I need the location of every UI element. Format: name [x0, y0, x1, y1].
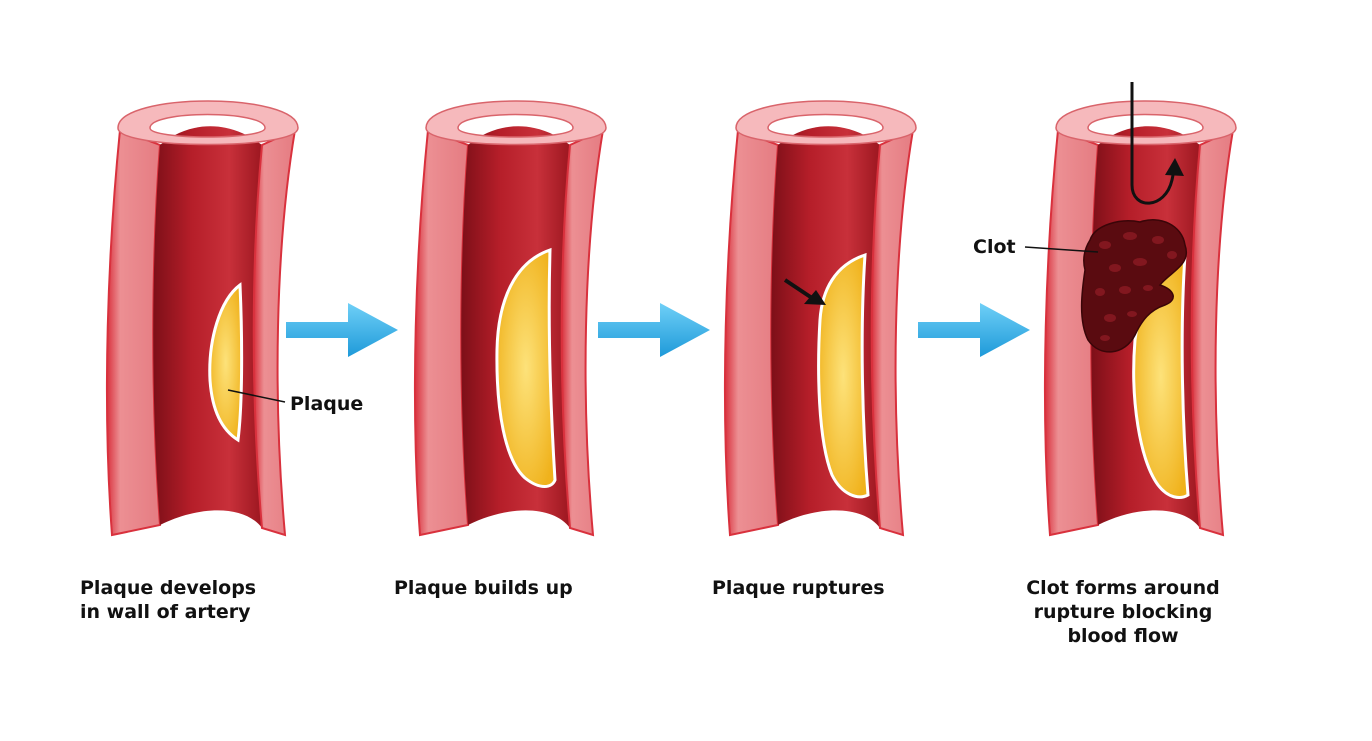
progress-arrow-icon: [286, 303, 398, 357]
artery-top-rim: [425, 100, 607, 146]
blocked-flow-arrow-icon: [1130, 82, 1184, 205]
plaque: [208, 282, 244, 443]
rupture-arrow-icon: [783, 278, 826, 305]
plaque: [817, 252, 870, 499]
plaque-callout: Plaque: [227, 389, 363, 415]
artery-front-wall: [560, 128, 605, 537]
stage-1-caption: Plaque develops in wall of artery: [80, 576, 256, 624]
artery-lumen: [153, 126, 262, 528]
stage-3-caption: Plaque ruptures: [712, 576, 885, 600]
plaque: [495, 247, 557, 488]
artery-stage-3: [723, 100, 917, 537]
caption-line: blood flow: [1067, 625, 1179, 647]
clot-label: Clot: [973, 236, 1016, 258]
caption-line: Clot forms around: [1026, 577, 1220, 599]
artery-stage-1: [105, 100, 299, 537]
artery-front-wall: [1190, 128, 1235, 537]
artery-back-wall: [413, 128, 470, 537]
caption-line: Plaque ruptures: [712, 577, 885, 599]
artery-front-wall: [870, 128, 915, 537]
artery-top-rim: [735, 100, 917, 146]
caption-line: Plaque builds up: [394, 577, 573, 599]
clot-texture: [1095, 232, 1177, 341]
artery-top-rim: [1055, 100, 1237, 146]
stage-2-caption: Plaque builds up: [394, 576, 573, 600]
caption-line: in wall of artery: [80, 601, 251, 623]
caption-line: rupture blocking: [1033, 601, 1213, 623]
progress-arrow-icon: [918, 303, 1030, 357]
stage-4-caption: Clot forms around rupture blocking blood…: [1003, 576, 1243, 648]
progress-arrow-icon: [598, 303, 710, 357]
artery-stage-4: [1043, 82, 1237, 537]
artery-back-wall: [105, 128, 162, 537]
artery-stage-2: [413, 100, 607, 537]
artery-back-wall: [723, 128, 780, 537]
clot-callout: Clot: [973, 236, 1099, 258]
caption-line: Plaque develops: [80, 577, 257, 599]
plaque-label: Plaque: [290, 393, 363, 415]
artery-front-wall: [252, 128, 297, 537]
artery-top-rim: [117, 100, 299, 146]
